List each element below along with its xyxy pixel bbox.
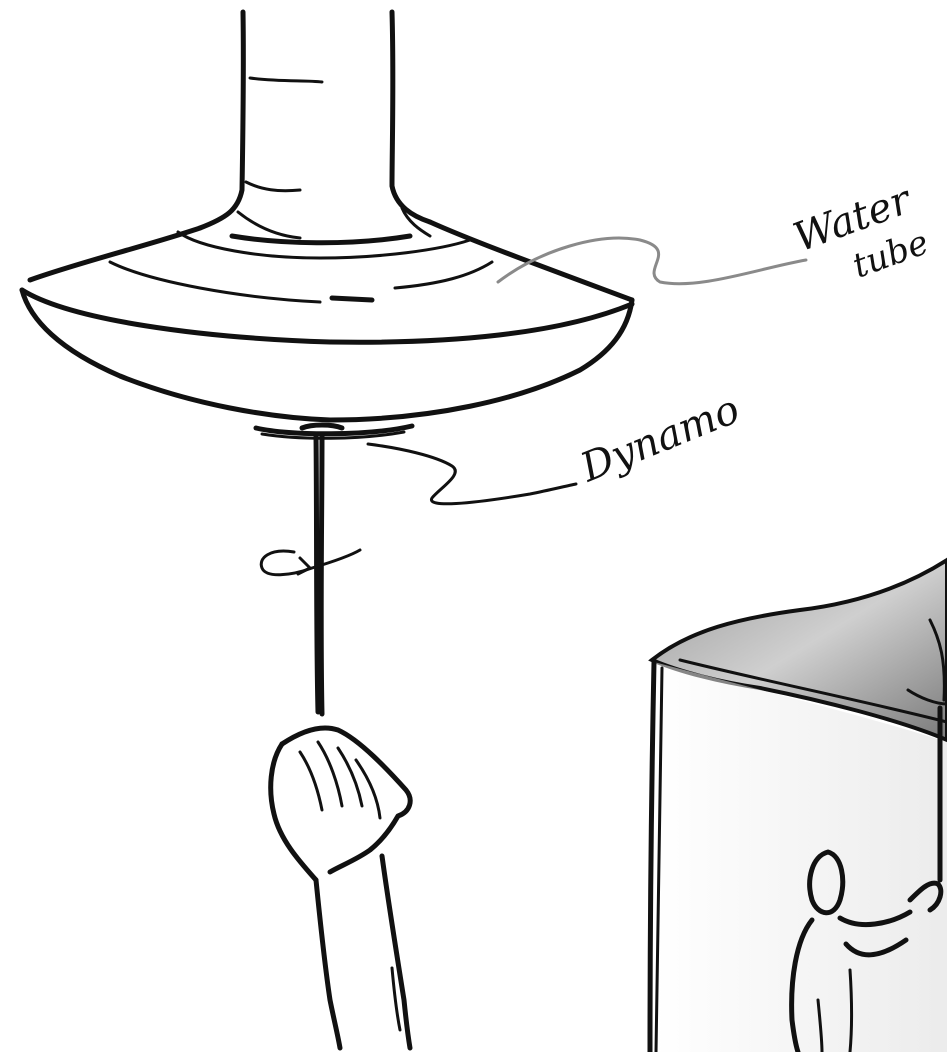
booth-illustration bbox=[650, 560, 947, 1052]
pull-cord bbox=[316, 434, 322, 714]
water-tube bbox=[200, 12, 430, 243]
dynamo-leader bbox=[368, 444, 576, 504]
hand-icon bbox=[271, 728, 410, 1048]
water-tube-leader bbox=[498, 238, 806, 284]
dynamo-label: Dynamo bbox=[574, 386, 746, 491]
spinning-reservoir bbox=[22, 222, 632, 438]
rotation-arrow-icon bbox=[261, 550, 360, 575]
